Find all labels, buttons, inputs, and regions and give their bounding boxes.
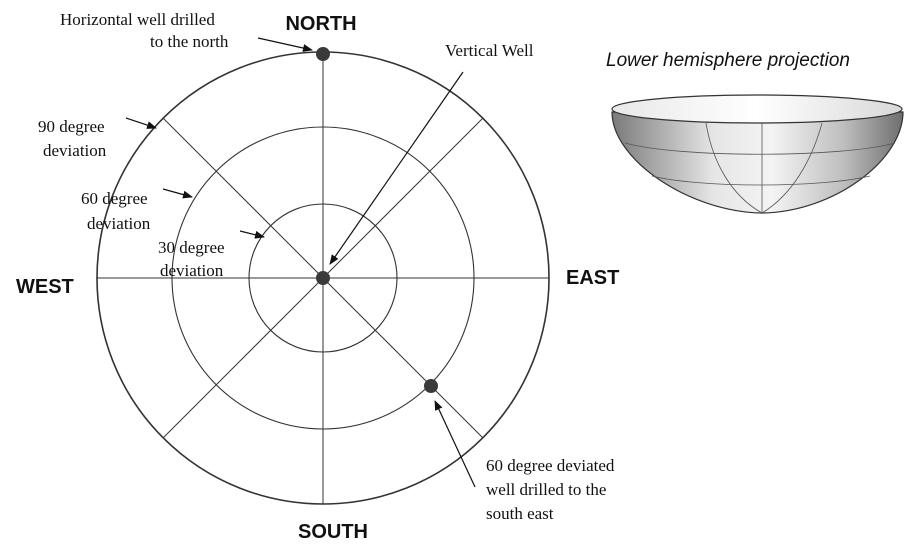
vertical-well-label: Vertical Well (445, 41, 534, 60)
deviated-well-dot (424, 379, 438, 393)
deviation-90-label-line1: 90 degree (38, 117, 105, 136)
deviation-90-label-line2: deviation (43, 141, 107, 160)
deviated-well-label-line2: well drilled to the (486, 480, 606, 499)
deviation-60-label-line2: deviation (87, 214, 151, 233)
deviation-60-arrow (162, 188, 193, 199)
west-label: WEST (16, 276, 74, 298)
north-label: NORTH (285, 13, 356, 35)
deviation-30-label-line2: deviation (160, 261, 224, 280)
deviation-30-label-line1: 30 degree (158, 238, 225, 257)
deviation-30-arrow (239, 230, 265, 239)
horizontal-well-label-line2: to the north (150, 32, 229, 51)
east-label: EAST (566, 267, 619, 289)
pointer-arrows (125, 37, 476, 488)
vertical-well-arrow (329, 71, 464, 265)
horizontal-well-arrow (257, 37, 313, 52)
south-label: SOUTH (298, 521, 368, 543)
deviation-60-label-line1: 60 degree (81, 189, 148, 208)
deviated-well-arrow (434, 400, 476, 488)
deviated-well-label-line1: 60 degree deviated (486, 456, 615, 475)
deviated-well-label-line3: south east (486, 504, 554, 523)
projection-title: Lower hemisphere projection (606, 50, 850, 71)
deviation-90-arrow (125, 117, 157, 129)
stereonet (96, 47, 550, 505)
hemisphere-bowl (611, 94, 904, 214)
horizontal-well-dot (316, 47, 330, 61)
vertical-well-dot (316, 271, 330, 285)
horizontal-well-label-line1: Horizontal well drilled (60, 10, 215, 29)
